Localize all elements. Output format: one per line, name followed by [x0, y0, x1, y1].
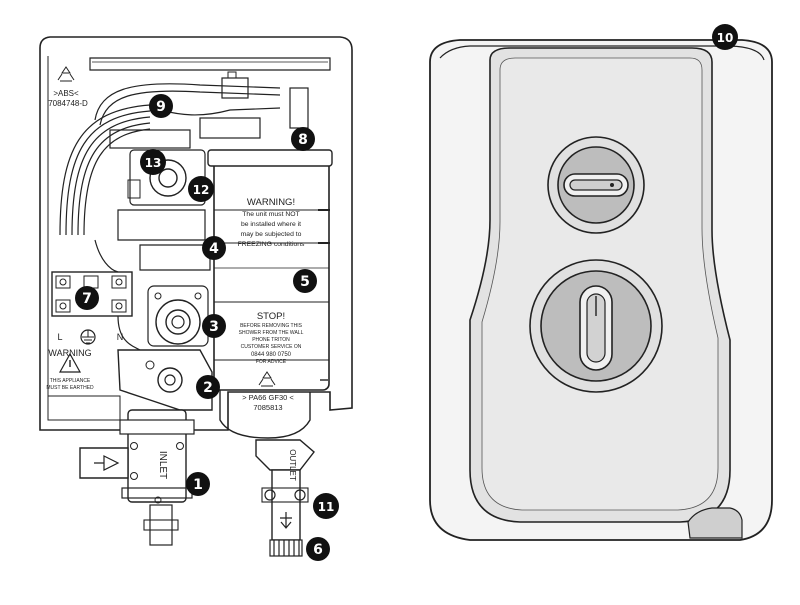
callout-1-number: 1 [193, 477, 203, 493]
inlet-label: INLET [157, 451, 168, 479]
stop-label-line: BEFORE REMOVING THIS [240, 323, 303, 329]
stop-label-line: CUSTOMER SERVICE ON [241, 344, 302, 350]
front-cover [429, 39, 773, 541]
outlet-label: OUTLET [288, 449, 297, 481]
earth-warning-line: THIS APPLIANCE [50, 378, 91, 384]
callout-8-number: 8 [298, 132, 308, 148]
callout-12: 12 [188, 176, 214, 202]
terminal-l-label: L [57, 332, 62, 342]
callout-10-number: 10 [717, 31, 734, 45]
callout-9: 9 [149, 94, 173, 118]
callout-13: 13 [140, 149, 166, 175]
stop-label-phone: 0844 980 0750 [251, 352, 292, 358]
callout-2-number: 2 [203, 380, 213, 396]
cover-top-edge [439, 45, 765, 61]
earth-warning-line: MUST BE EARTHED [46, 385, 94, 391]
callout-3-number: 3 [209, 319, 219, 335]
pass-mark: > PA66 GF30 < [242, 393, 294, 402]
callout-2: 2 [196, 375, 220, 399]
callout-4-number: 4 [209, 241, 219, 257]
callout-11-number: 11 [318, 500, 335, 514]
callout-10: 10 [712, 24, 738, 50]
callout-5-number: 5 [300, 274, 310, 290]
abs-mark: >ABS< [53, 89, 79, 98]
callout-6: 6 [306, 537, 330, 561]
callout-9-number: 9 [156, 99, 166, 115]
pass-code: 7085813 [253, 403, 282, 412]
callout-7: 7 [75, 286, 99, 310]
warning-label-head: WARNING! [247, 197, 295, 208]
warning-label-line: be installed where it [241, 221, 301, 228]
recycle-icon [57, 66, 75, 82]
stop-label-line: FOR ADVICE [256, 359, 287, 365]
power-knob[interactable] [529, 259, 663, 393]
terminal-n-label: N [117, 332, 124, 342]
outlet-thread [269, 539, 303, 557]
part-code: 7084748-D [48, 99, 88, 108]
callout-5: 5 [293, 269, 317, 293]
stop-label-head: STOP! [257, 311, 285, 322]
callout-6-number: 6 [313, 542, 323, 558]
temperature-knob[interactable] [547, 136, 645, 234]
warning-label-line: The unit must NOT [242, 211, 299, 218]
callout-8: 8 [291, 127, 315, 151]
cover-bottom-notch [687, 507, 743, 539]
earth-warning-head: WARNING [48, 348, 91, 358]
recycle-icon [258, 371, 276, 387]
callout-4: 4 [202, 236, 226, 260]
callout-7-number: 7 [82, 291, 92, 307]
warning-label-line: FREEZING conditions [238, 241, 305, 248]
callout-12-number: 12 [193, 183, 210, 197]
callout-11: 11 [313, 493, 339, 519]
internal-text: >ABS< 7084748-D WARNING! The unit must N… [46, 89, 305, 481]
stop-label-line: SHOWER FROM THE WALL [239, 330, 304, 336]
stop-label-line: PHONE TRITON [252, 337, 290, 343]
callout-13-number: 13 [145, 156, 162, 170]
callout-3: 3 [202, 314, 226, 338]
internal-view [39, 36, 353, 557]
warning-label-line: may be subjected to [241, 231, 302, 238]
callout-1: 1 [186, 472, 210, 496]
